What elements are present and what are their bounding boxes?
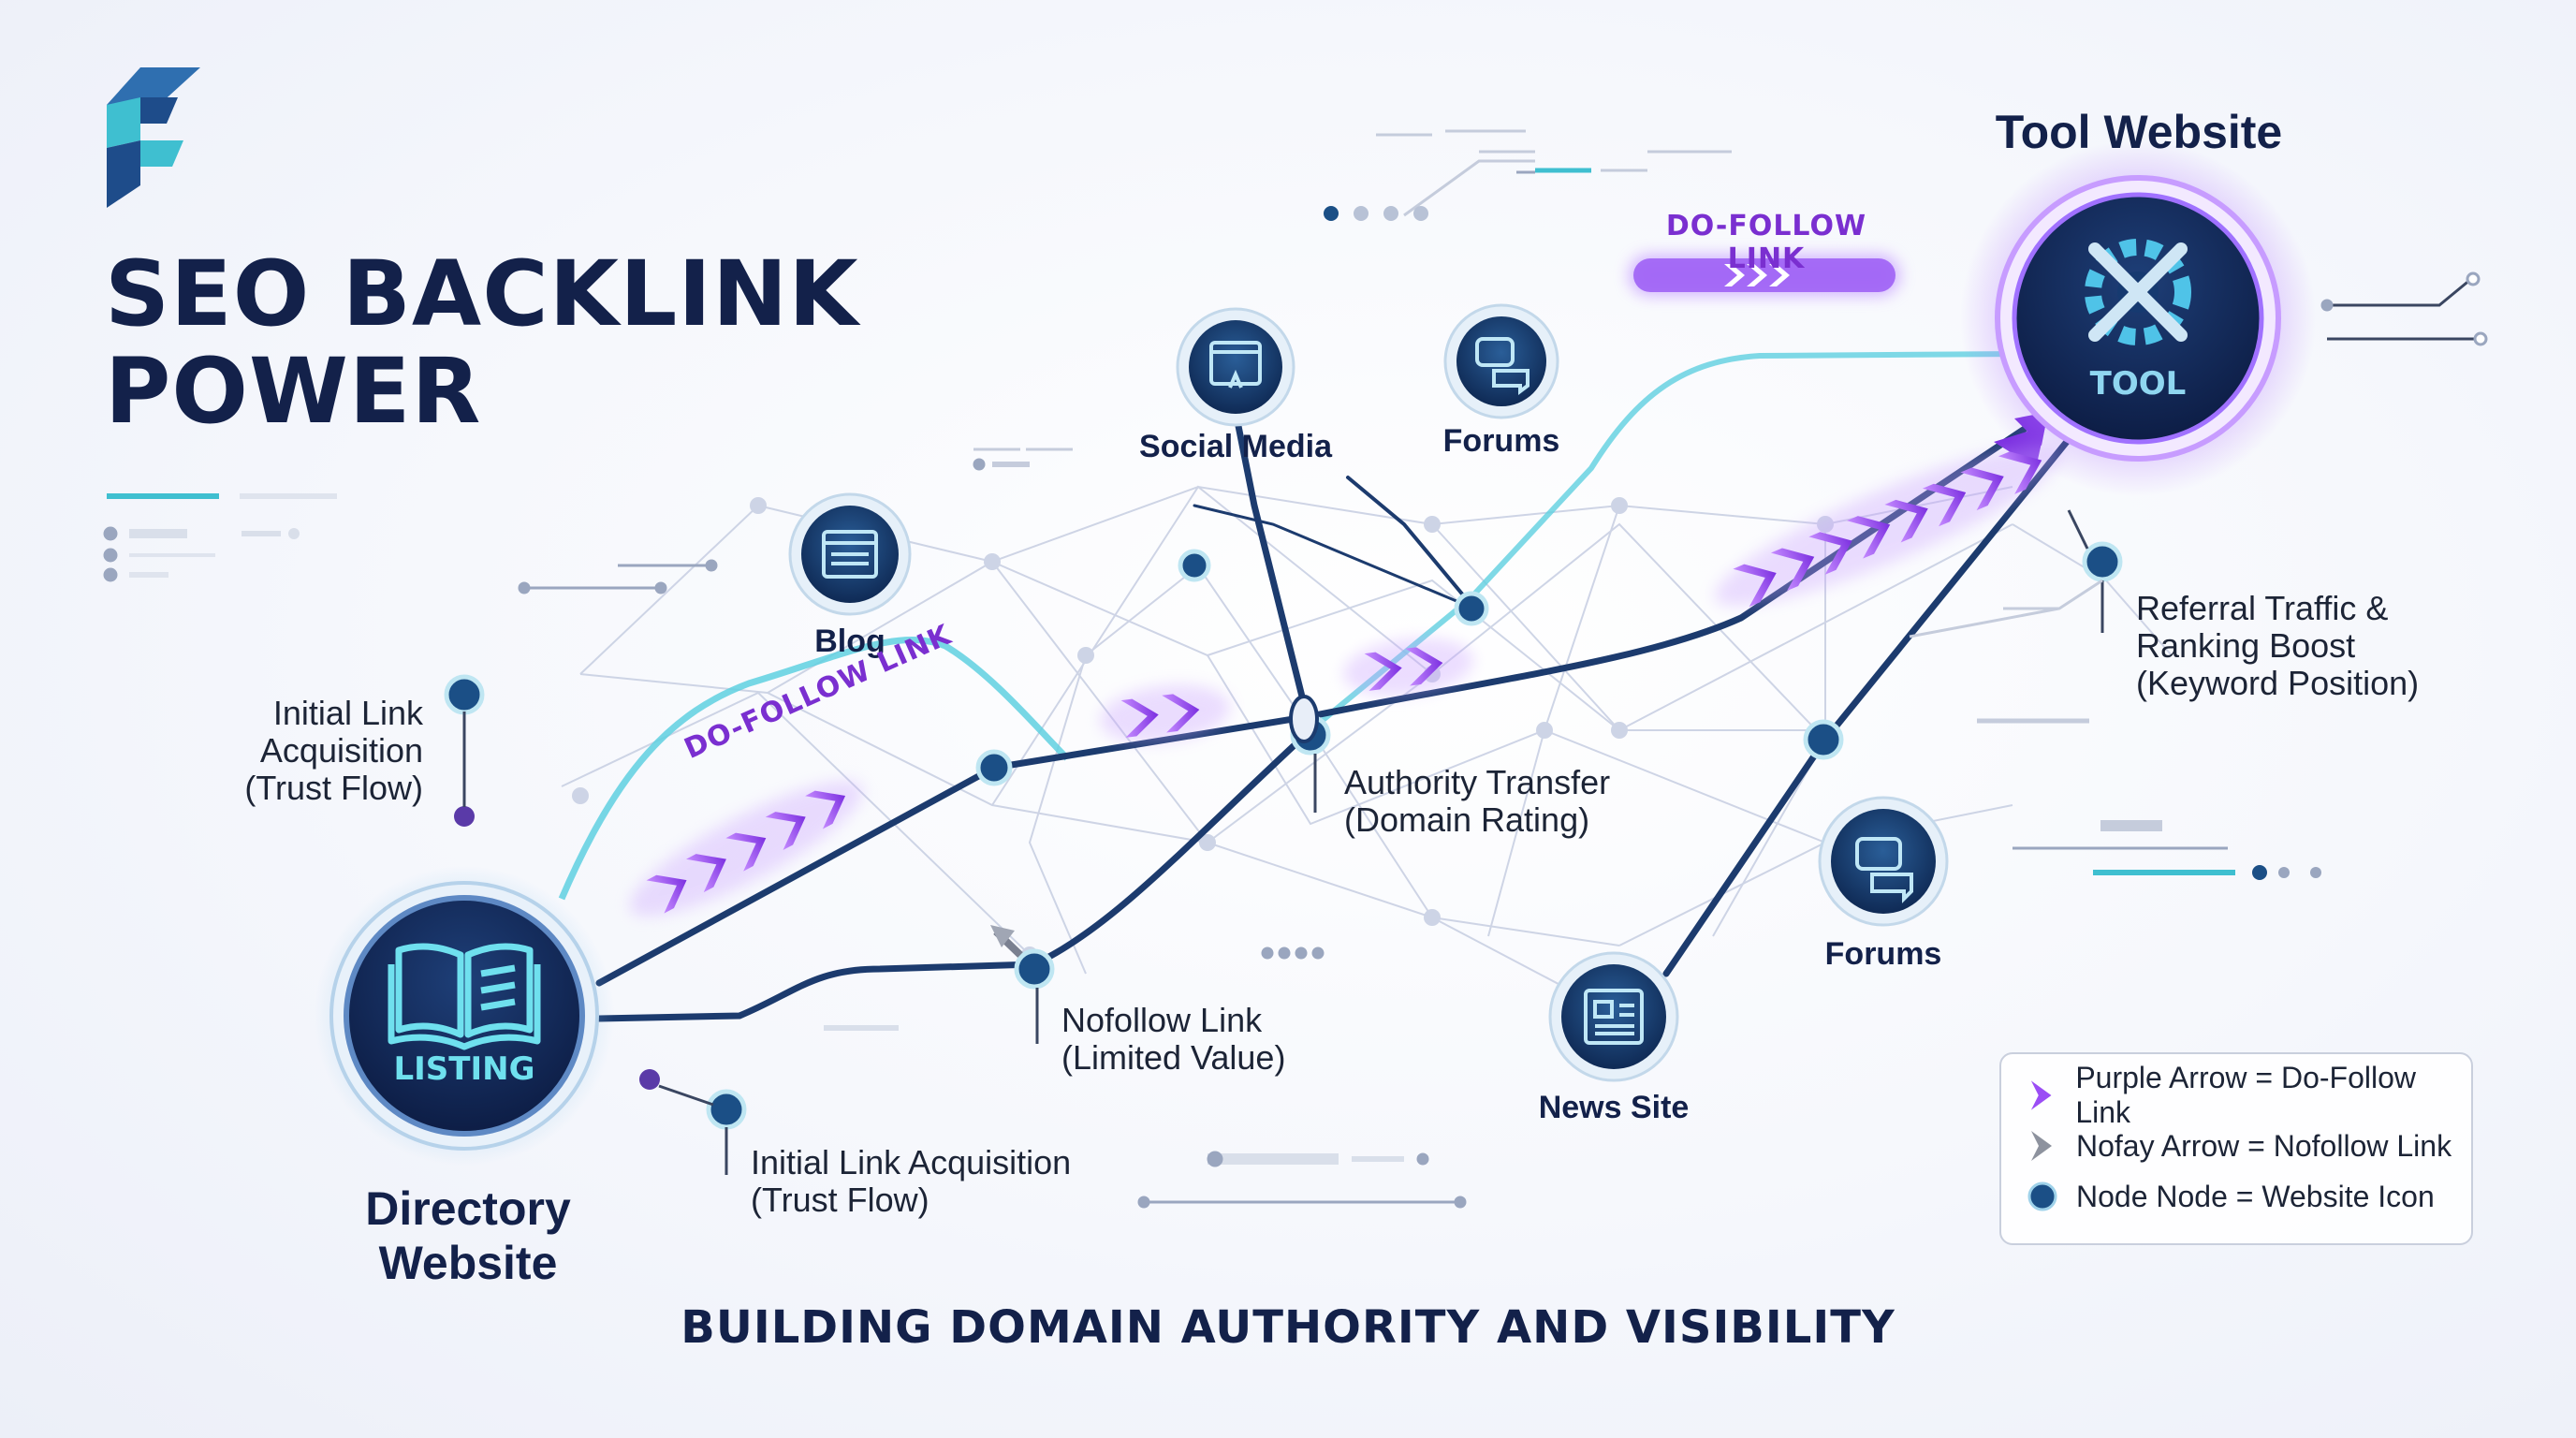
annotation-line: (Trust Flow) (244, 769, 423, 807)
nofollow-annotation: Nofollow Link (Limited Value) (1061, 1002, 1285, 1077)
annotation-line: Acquisition (259, 731, 423, 770)
purple-arrow-icon (2030, 1080, 2052, 1110)
referral-annotation: Referral Traffic & Ranking Boost (Keywor… (2136, 590, 2419, 702)
blog-label: Blog (814, 624, 886, 659)
legend-row-gray: Nofay Arrow = Nofollow Link (2027, 1127, 2452, 1165)
decorative-hud (103, 129, 2488, 1209)
legend-gray-text: Nofay Arrow = Nofollow Link (2076, 1128, 2452, 1163)
legend-row-purple: Purple Arrow = Do-Follow Link (2027, 1061, 2471, 1129)
authority-annotation: Authority Transfer (Domain Rating) (1344, 764, 1610, 839)
annotation-line: (Keyword Position) (2136, 664, 2420, 702)
do-follow-path (595, 408, 2054, 987)
directory-website-label: Directory Website (365, 1182, 571, 1289)
title-line-2: POWER (105, 339, 482, 444)
tool-gear-icon (2085, 239, 2191, 345)
page-title: SEO BACKLINK POWER (105, 245, 859, 440)
annotation-line: Referral Traffic & (2136, 589, 2389, 627)
chat-bubbles-icon (1475, 337, 1530, 395)
forums-top-label: Forums (1442, 423, 1560, 459)
legend-row-node: Node Node = Website Icon (2027, 1178, 2435, 1215)
annotation-line: Initial Link (272, 694, 423, 732)
annotation-line: Nofollow Link (1061, 1001, 1263, 1039)
forums-right-label: Forums (1824, 936, 1942, 972)
chat-bubbles-icon (1855, 837, 1913, 903)
pin-marker (1289, 695, 1319, 743)
annotation-line: (Limited Value) (1061, 1038, 1286, 1077)
tool-badge: TOOL (2089, 365, 2187, 403)
do-follow-chevrons (629, 445, 2061, 917)
nofollow-path (595, 961, 1038, 1022)
social-media-screen-icon (1209, 341, 1262, 389)
node-dot-icon (2027, 1181, 2057, 1211)
annotation-leaders (462, 509, 2104, 1175)
dofollow-label-top: DO-FOLLOW LINK (1665, 210, 1867, 275)
blog-document-icon (822, 530, 878, 579)
annotation-line: Initial Link Acquisition (751, 1143, 1072, 1181)
directory-node (315, 866, 614, 1166)
forums-link (1346, 476, 1476, 610)
newspaper-icon (1584, 989, 1644, 1045)
gray-arrow-icon (2031, 1131, 2052, 1161)
directory-badge: LISTING (393, 1050, 535, 1088)
authority-path (1031, 726, 1314, 968)
tool-website-label: Tool Website (1995, 106, 2283, 158)
legend-box: Purple Arrow = Do-Follow Link Nofay Arro… (1999, 1052, 2473, 1245)
initial-link-annotation-bottom: Initial Link Acquisition (Trust Flow) (751, 1144, 1071, 1219)
blog-node (788, 492, 912, 616)
legend-purple-text: Purple Arrow = Do-Follow Link (2075, 1061, 2417, 1129)
title-line-1: SEO BACKLINK (105, 242, 859, 346)
annotation-line: (Trust Flow) (751, 1181, 929, 1219)
annotation-line: Ranking Boost (2136, 626, 2356, 665)
news-site-label: News Site (1538, 1090, 1690, 1125)
social-link (1232, 408, 1314, 734)
tool-node (1960, 140, 2316, 496)
teal-path-right (1309, 351, 2023, 733)
social-media-label: Social Media (1139, 429, 1332, 464)
dofollow-banner (1629, 255, 1900, 296)
news-site-node (1548, 951, 1679, 1082)
social-media-node (1176, 307, 1295, 427)
annotation-line: (Domain Rating) (1344, 800, 1590, 839)
forums-right-node (1818, 796, 1949, 927)
forums-top-node (1443, 303, 1559, 419)
page-subtitle: BUILDING DOMAIN AUTHORITY AND VISIBILITY (681, 1301, 1895, 1354)
legend-node-text: Node Node = Website Icon (2076, 1179, 2435, 1213)
social-forum-link (1193, 504, 1476, 610)
teal-path-left (558, 637, 1070, 901)
logo-icon (107, 67, 200, 208)
annotation-line: Authority Transfer (1344, 763, 1611, 801)
initial-link-annotation-left: Initial Link Acquisition (Trust Flow) (178, 695, 423, 807)
nofollow-gray-arrow (990, 925, 1023, 958)
open-book-icon (388, 943, 541, 1050)
